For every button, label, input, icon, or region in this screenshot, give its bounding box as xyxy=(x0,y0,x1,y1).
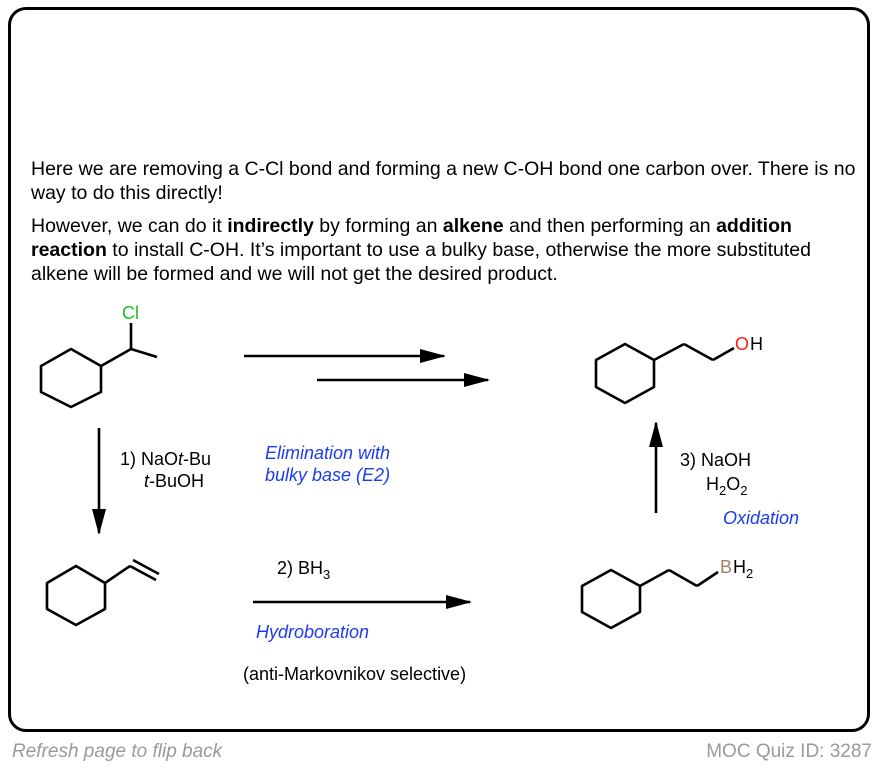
atom-label-h: H xyxy=(750,334,763,354)
label-elimination-line2: bulky base (E2) xyxy=(265,465,390,485)
reagent-step3-line2: H2O2 xyxy=(706,474,747,498)
bold-alkene: alkene xyxy=(442,215,504,237)
molecule-chloroethylcyclohexane xyxy=(39,323,158,409)
reagent-step1-line1: 1) NaOt-Bu xyxy=(120,449,211,469)
molecule-cyclohexylethylborane xyxy=(580,568,719,630)
label-hydroboration: Hydroboration xyxy=(256,622,369,642)
label-elimination-line1: Elimination with xyxy=(265,443,390,463)
reagent-step1-line2: t-BuOH xyxy=(144,471,204,491)
atom-label-bh2-h: H2 xyxy=(733,557,753,581)
reaction-scheme: Cl O H 1) NaOt-Bu t-BuOH Elimination wit… xyxy=(39,303,799,684)
molecule-vinylcyclohexane xyxy=(45,558,160,627)
atom-label-b: B xyxy=(720,557,732,577)
intro-paragraph-2: However, we can do it indirectly by form… xyxy=(31,215,811,285)
note-anti-markovnikov: (anti-Markovnikov selective) xyxy=(243,664,466,684)
label-oxidation: Oxidation xyxy=(723,508,799,528)
molecule-cyclohexylethanol xyxy=(594,342,735,405)
quiz-card xyxy=(8,7,870,732)
bold-indirectly: indirectly xyxy=(227,215,314,237)
intro-paragraph-1: Here we are removing a C-Cl bond and for… xyxy=(31,158,856,204)
quiz-id-label: MOC Quiz ID: 3287 xyxy=(706,741,872,762)
atom-label-o: O xyxy=(735,334,749,354)
reagent-step2: 2) BH3 xyxy=(277,558,330,582)
bold-addition-reaction: addition reaction xyxy=(31,215,792,261)
refresh-hint-link[interactable]: Refresh page to flip back xyxy=(12,741,223,762)
reagent-step3-line1: 3) NaOH xyxy=(680,450,751,470)
atom-label-cl: Cl xyxy=(122,303,139,323)
